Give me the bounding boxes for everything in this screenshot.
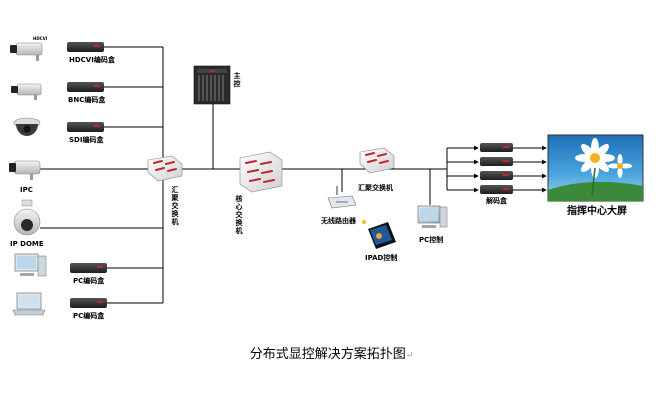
main-control-icon [193,65,231,105]
ipad-icon [362,220,396,249]
paragraph-mark: ↵ [405,351,414,361]
hdcvi-encoder-icon [67,42,104,52]
label-hdcvi-encoder: HDCVI编码盒 [69,56,115,64]
label-pc-control: PC控制 [419,236,444,244]
bnc-camera-icon [11,83,42,100]
sdi-encoder-icon [67,122,104,132]
label-ipc: IPC [20,186,33,194]
aggregation-switch-right-icon [359,147,395,174]
label-sdi-encoder: SDI编码盒 [69,136,104,144]
bnc-encoder-icon [67,82,104,92]
label-main-control: 主控 [233,72,241,88]
label-aggregation-switch-right: 汇聚交换机 [358,184,393,192]
label-core-switch: 核心交换机 [235,195,243,235]
camera-tag-text: HDCVI [33,36,48,41]
label-ipad-control: IPAD控制 [365,254,398,262]
big-screen-icon [547,134,644,202]
pc-control-icon [417,205,448,228]
label-decoder: 解码盒 [486,197,507,205]
ipc-camera-icon [9,160,41,180]
sdi-dome-camera-icon [13,117,41,136]
ip-dome-camera-icon [13,199,41,236]
label-ip-dome: IP DOME [10,240,44,248]
diagram-caption: 分布式显控解决方案拓扑图↵ [0,343,663,362]
decoder-stack-icon [480,143,513,194]
label-pc-encoder-2: PC编码盒 [73,312,105,320]
connection-lines [40,46,547,304]
pc-encoder-icon-1 [70,263,107,273]
laptop-icon [12,292,46,316]
aggregation-switch-left-icon [147,155,183,182]
daisy-flower-small [608,154,632,178]
label-bnc-encoder: BNC编码盒 [68,96,106,104]
label-wireless-router: 无线路由器 [321,217,356,225]
core-switch-icon [239,151,283,193]
hdcvi-camera-icon: HDCVI [10,36,48,61]
caption-text: 分布式显控解决方案拓扑图 [249,347,406,362]
pc-desktop-icon [14,253,47,277]
label-pc-encoder-1: PC编码盒 [73,277,105,285]
pc-encoder-icon-2 [70,298,107,308]
wireless-router-icon [327,186,357,209]
label-big-screen: 指挥中心大屏 [567,206,627,217]
label-aggregation-switch-left: 汇聚交换机 [171,186,179,226]
